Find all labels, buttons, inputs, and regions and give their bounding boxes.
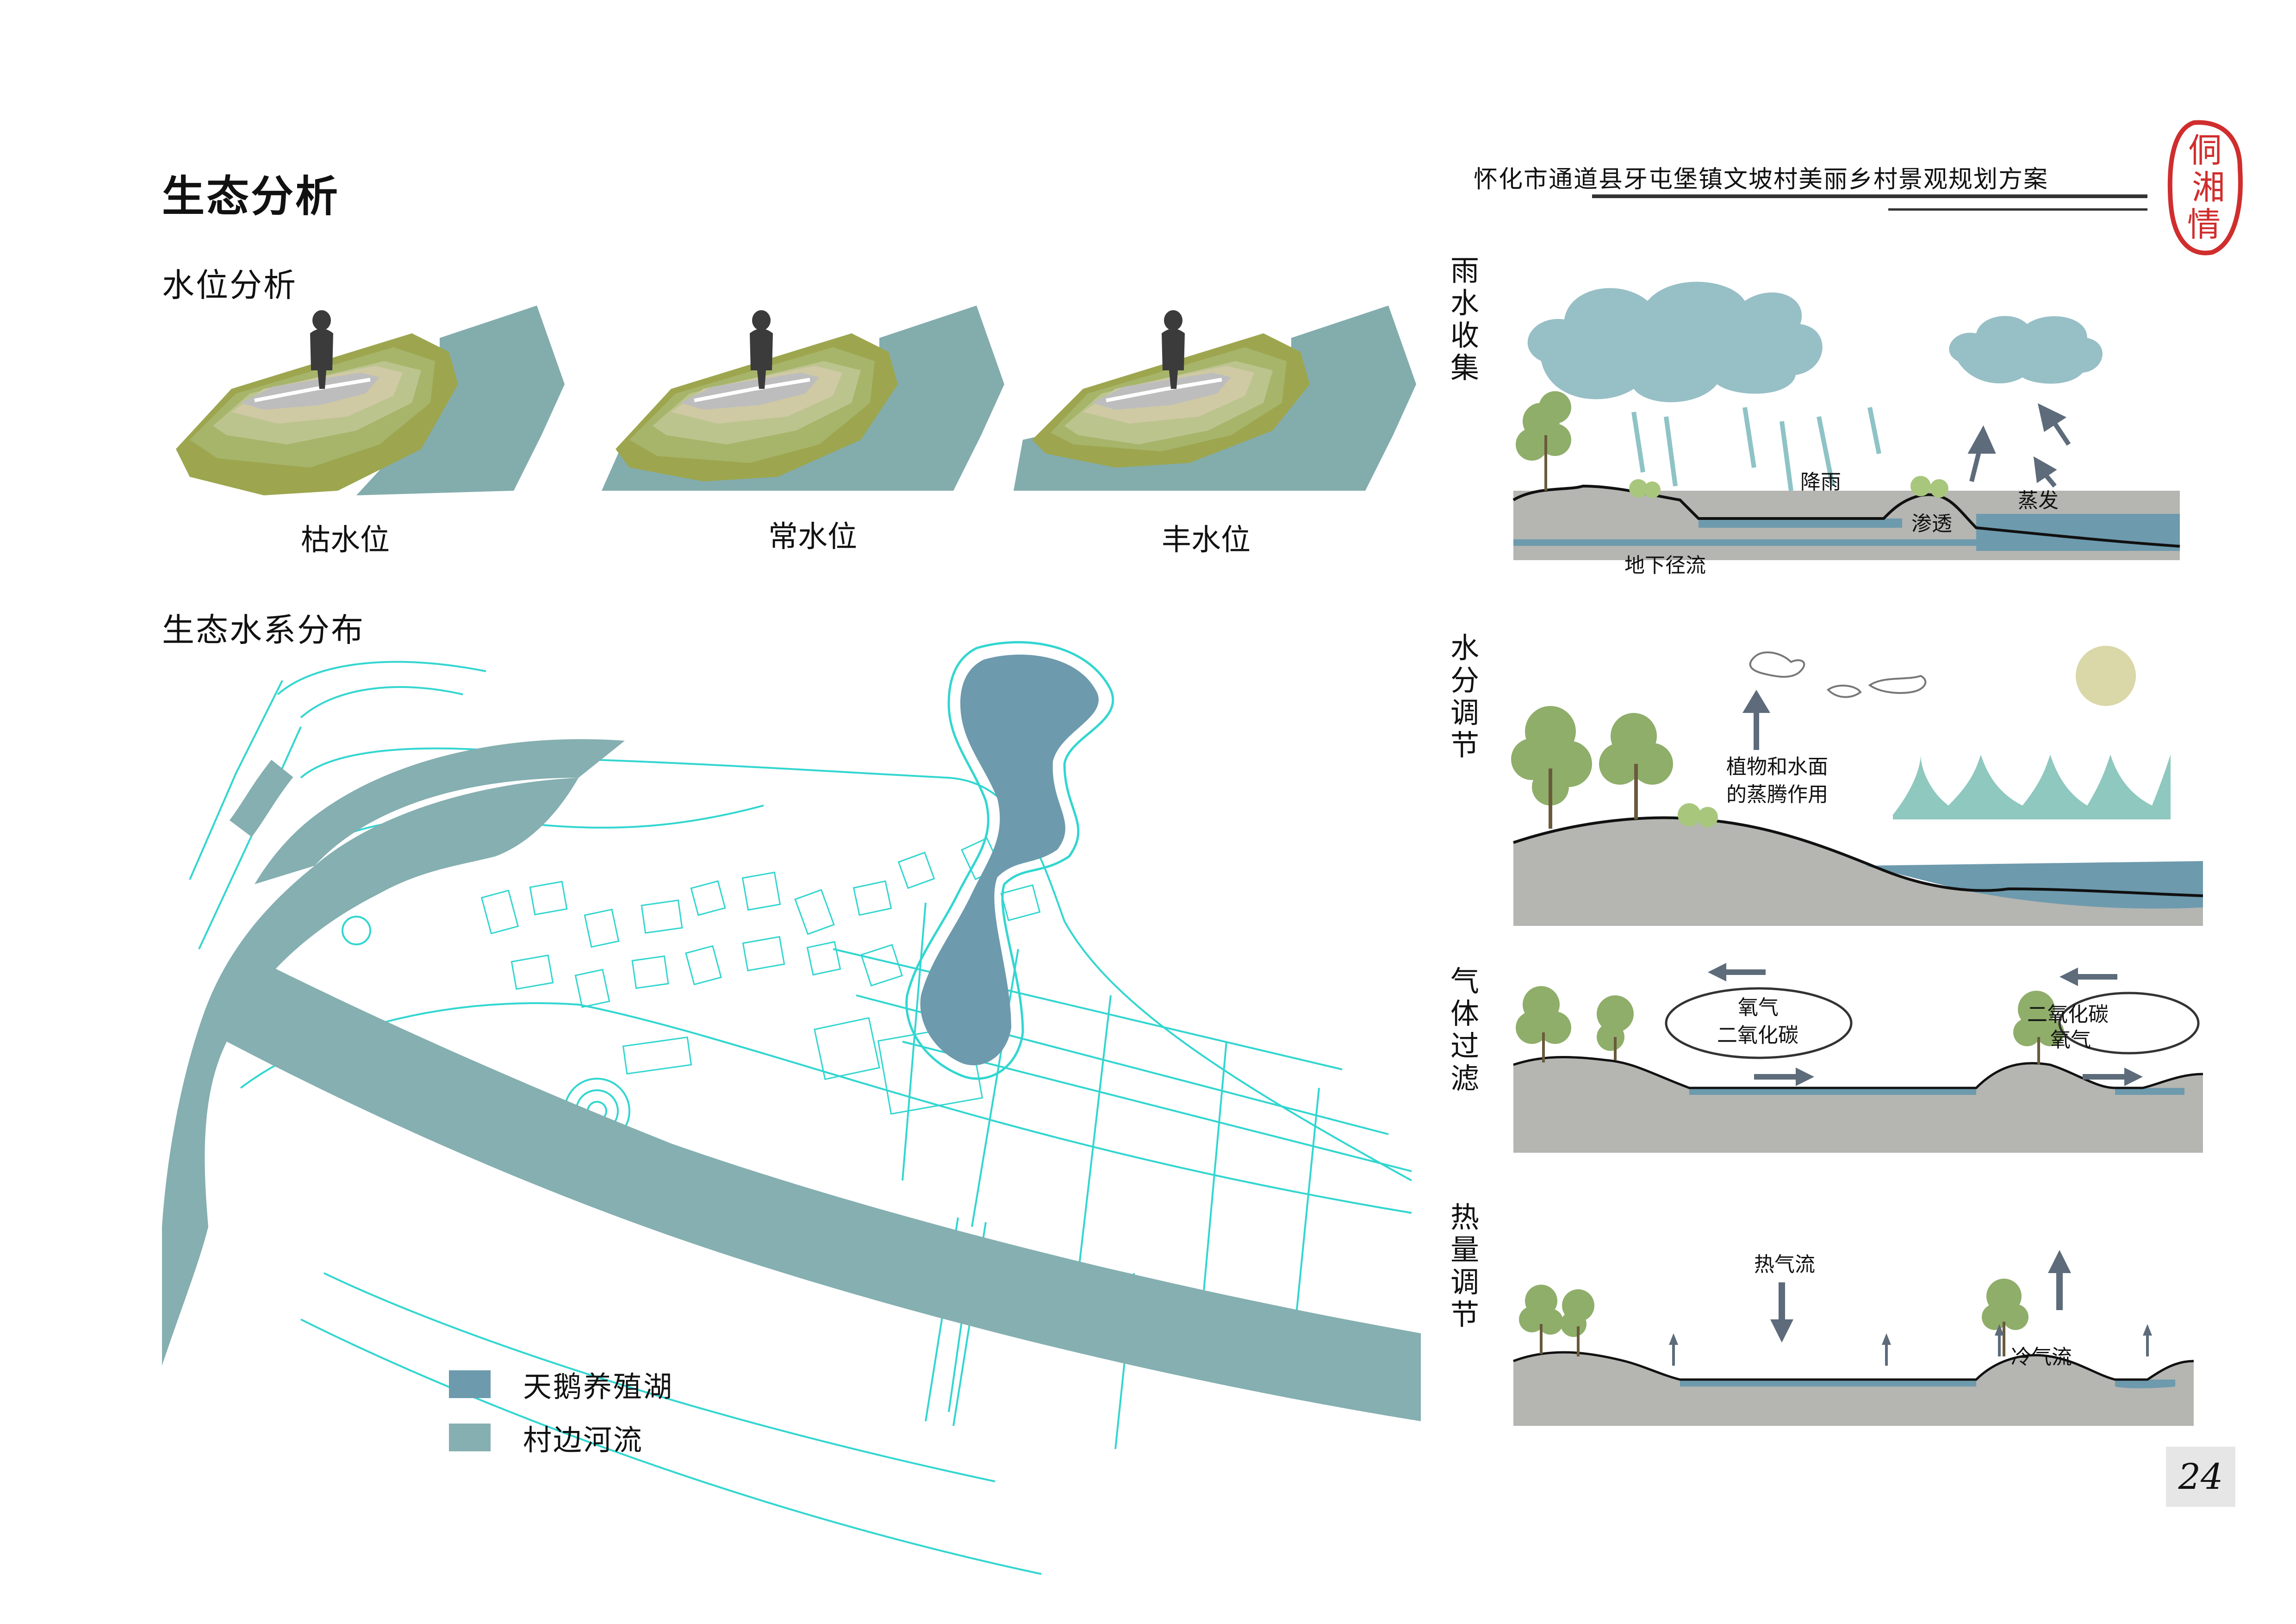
label-air-left-1: 氧气	[1738, 996, 1779, 1019]
header-rule-short	[1888, 208, 2147, 211]
label-air-right-1: 二氧化碳	[2027, 1003, 2109, 1026]
svg-text:情: 情	[2187, 205, 2221, 244]
water-level-heading: 水位分析	[162, 266, 297, 304]
water-system-heading: 生态水系分布	[162, 611, 365, 649]
diagram-rainwater-collection	[1512, 281, 2180, 560]
legend-swatch-river	[449, 1424, 491, 1451]
diagram-air-filtration	[1513, 963, 2203, 1153]
label-transpiration-1: 植物和水面	[1726, 755, 1828, 779]
header-rule	[1592, 194, 2147, 198]
page-number: 24	[2166, 1447, 2235, 1507]
project-title: 怀化市通道县牙屯堡镇文坡村美丽乡村景观规划方案	[1473, 166, 2048, 194]
diagram-title-moisture: 水分调节	[1450, 631, 1479, 762]
water-system-map	[162, 641, 1421, 1575]
legend-label-river: 村边河流	[523, 1423, 644, 1457]
label-groundwater: 地下径流	[1624, 554, 1706, 577]
diagram-heat-regulation	[1513, 1250, 2194, 1426]
diagram-moisture-regulation	[1511, 646, 2203, 926]
level-label-normal: 常水位	[768, 520, 857, 554]
label-air-left-2: 二氧化碳	[1717, 1024, 1798, 1047]
terrace-illustration-normal	[602, 306, 1004, 491]
seal-stamp: 侗 湘 情	[2167, 120, 2243, 256]
label-transpiration-2: 的蒸腾作用	[1726, 783, 1828, 806]
svg-text:湘: 湘	[2192, 168, 2225, 207]
level-label-low: 枯水位	[301, 523, 390, 557]
page-title: 生态分析	[162, 172, 340, 221]
terrace-illustration-low	[176, 306, 565, 495]
level-label-high: 丰水位	[1162, 523, 1251, 557]
label-infiltration: 渗透	[1911, 512, 1952, 536]
terrace-illustration-high	[1014, 306, 1416, 491]
legend-label-lake: 天鹅养殖湖	[523, 1370, 674, 1404]
label-cold-air: 冷气流	[2011, 1345, 2072, 1369]
label-hot-air: 热气流	[1754, 1253, 1815, 1276]
label-rain: 降雨	[1800, 470, 1841, 494]
legend-swatch-lake	[449, 1370, 491, 1398]
svg-text:侗: 侗	[2189, 131, 2222, 170]
diagram-title-heat: 热量调节	[1450, 1200, 1479, 1331]
diagram-title-air: 气体过滤	[1450, 964, 1479, 1095]
diagram-title-rain: 雨水收集	[1450, 254, 1479, 385]
label-evaporation: 蒸发	[2018, 489, 2059, 512]
label-air-right-2: 氧气	[2050, 1028, 2091, 1052]
